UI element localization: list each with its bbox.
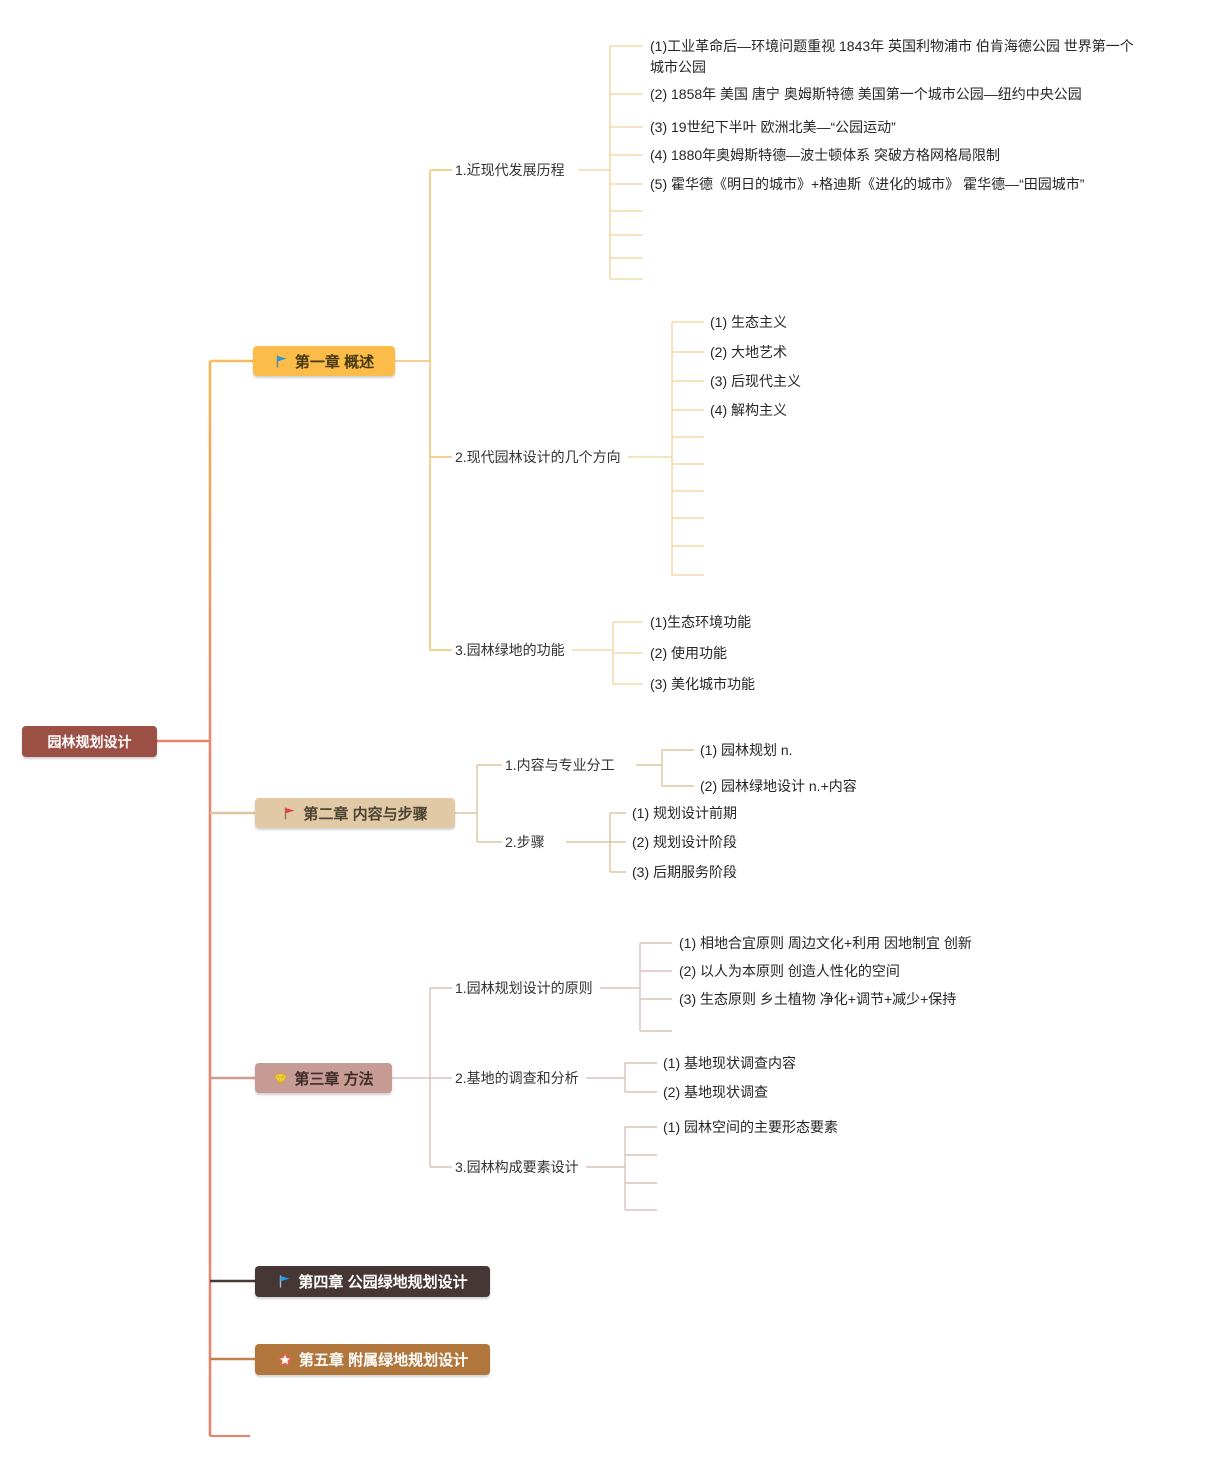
leaf-text[interactable]: (1) 生态主义 (710, 314, 787, 330)
chapter4-node[interactable]: 第四章 公园绿地规划设计 (255, 1266, 490, 1297)
leaf-text[interactable]: (3) 生态原则 乡土植物 净化+调节+减少+保持 (679, 991, 957, 1007)
leaf-text[interactable]: (3) 19世纪下半叶 欧洲北美—“公园运动” (650, 119, 896, 135)
subtopic-site-survey[interactable]: 2.基地的调查和分析 (455, 1070, 579, 1086)
chapter2-branch-lines (455, 749, 694, 873)
leaf-text[interactable]: (2) 规划设计阶段 (632, 834, 737, 850)
root-node[interactable]: 园林规划设计 (22, 726, 157, 757)
leaf-text[interactable]: (3) 后现代主义 (710, 373, 801, 389)
chapter3-node[interactable]: 第三章 方法 (255, 1063, 392, 1093)
leaf-text[interactable]: (2) 1858年 美国 唐宁 奥姆斯特德 美国第一个城市公园—纽约中央公园 (650, 86, 1082, 102)
chapter3-label: 第三章 方法 (294, 1070, 374, 1088)
leaf-text[interactable]: (2) 大地艺术 (710, 344, 787, 360)
spine-lines (157, 359, 255, 1437)
gem-icon (273, 1071, 288, 1086)
root-label: 园林规划设计 (47, 733, 132, 750)
leaf-text[interactable]: (1) 基地现状调查内容 (663, 1055, 796, 1071)
red-flag-icon (282, 806, 297, 821)
chapter5-label: 第五章 附属绿地规划设计 (298, 1352, 469, 1369)
chapter5-node[interactable]: 第五章 附属绿地规划设计 (255, 1344, 490, 1375)
leaf-text[interactable]: (1)工业革命后—环境问题重视 1843年 英国利物浦市 伯肯海德公园 世界第一… (650, 38, 1134, 75)
leaf-text[interactable]: (1)生态环境功能 (650, 614, 752, 630)
chapter4-label: 第四章 公园绿地规划设计 (298, 1274, 468, 1291)
leaf-text[interactable]: (5) 霍华德《明日的城市》+格迪斯《进化的城市》 霍华德—“田园城市” (650, 176, 1085, 192)
chapter2-node[interactable]: 第二章 内容与步骤 (255, 798, 455, 828)
chapter1-node[interactable]: 第一章 概述 (253, 346, 395, 376)
blue-flag-icon (277, 1274, 292, 1289)
blue-flag-icon (274, 354, 289, 369)
leaf-text[interactable]: (1) 园林规划 n. (700, 742, 793, 758)
leaf-text[interactable]: (2) 园林绿地设计 n.+内容 (700, 778, 857, 794)
leaf-text[interactable]: (4) 解构主义 (710, 402, 787, 418)
chapter1-leaf-lines (572, 45, 704, 685)
leaf-text[interactable]: (3) 美化城市功能 (650, 676, 755, 692)
chapter3-branch-lines (392, 942, 672, 1211)
leaf-text[interactable]: (1) 相地合宜原则 周边文化+利用 因地制宜 创新 (679, 935, 972, 951)
subtopic-design-principles[interactable]: 1.园林规划设计的原则 (455, 980, 593, 996)
subtopic-design-directions[interactable]: 2.现代园林设计的几个方向 (455, 449, 621, 465)
subtopic-green-functions[interactable]: 3.园林绿地的功能 (455, 642, 565, 658)
chapter1-label: 第一章 概述 (294, 353, 375, 371)
chapter2-label: 第二章 内容与步骤 (303, 805, 428, 823)
red-star-icon (277, 1352, 293, 1368)
subtopic-content-division[interactable]: 1.内容与专业分工 (505, 757, 615, 773)
leaf-text[interactable]: (1) 园林空间的主要形态要素 (663, 1119, 838, 1135)
leaf-text[interactable]: (3) 后期服务阶段 (632, 864, 737, 880)
leaf-text[interactable]: (2) 以人为本原则 创造人性化的空间 (679, 963, 900, 979)
leaf-text[interactable]: (2) 基地现状调查 (663, 1084, 768, 1100)
subtopic-element-design[interactable]: 3.园林构成要素设计 (455, 1159, 579, 1175)
leaf-text[interactable]: (1) 规划设计前期 (632, 805, 737, 821)
chapter1-branch-lines (395, 169, 452, 651)
subtopic-modern-history[interactable]: 1.近现代发展历程 (455, 162, 565, 178)
subtopic-steps[interactable]: 2.步骤 (505, 834, 545, 850)
leaf-text[interactable]: (4) 1880年奥姆斯特德—波士顿体系 突破方格网格局限制 (650, 147, 1001, 163)
leaf-text[interactable]: (2) 使用功能 (650, 645, 727, 661)
